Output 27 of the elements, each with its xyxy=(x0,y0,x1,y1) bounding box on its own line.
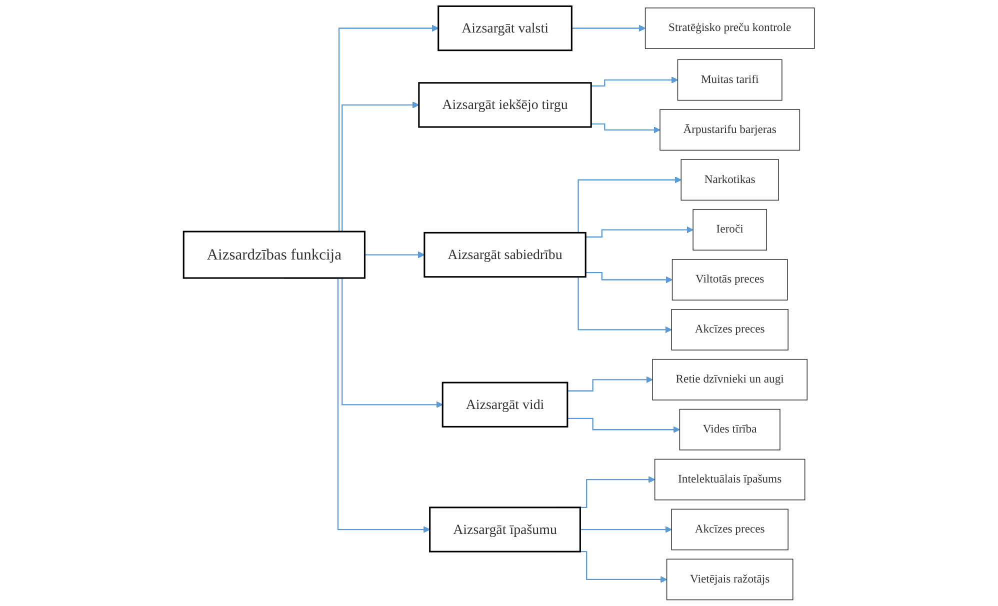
node-box: Aizsargāt sabiedrību xyxy=(424,232,586,278)
arrow xyxy=(567,376,653,392)
node-box: Akcīzes preces xyxy=(671,309,788,350)
node-box: Intelektuālais īpašums xyxy=(654,458,806,500)
node-box: Retie dzīvnieki un augi xyxy=(652,358,808,400)
node-box: Akcīzes preces xyxy=(671,508,788,550)
arrow xyxy=(586,272,673,284)
arrow xyxy=(586,226,694,238)
node-box: Viltotās preces xyxy=(672,259,788,300)
arrow xyxy=(591,76,678,87)
node-box: Ieroči xyxy=(692,209,767,251)
node-box: Vides tīrība xyxy=(679,408,780,450)
node-box: Narkotikas xyxy=(680,159,779,201)
node-box: Aizsargāt vidi xyxy=(442,382,568,428)
node-box: Vietējais ražotājs xyxy=(666,558,794,600)
node-box: Aizsargāt īpašumu xyxy=(429,506,581,552)
node-box: Muitas tarifi xyxy=(677,59,782,101)
arrow xyxy=(591,123,660,134)
node-box: Aizsargāt iekšējo tirgu xyxy=(418,82,592,128)
node-box: Ārpustarifu barjeras xyxy=(660,109,800,151)
node-box: Aizsargāt valsti xyxy=(438,5,572,52)
node-box: Stratēģisko preču kontrole xyxy=(644,8,815,49)
arrow xyxy=(572,24,646,32)
arrow xyxy=(580,526,672,533)
arrow xyxy=(364,251,425,258)
arrow xyxy=(567,418,680,434)
node-box: Aizsardzības funkcija xyxy=(182,230,366,279)
